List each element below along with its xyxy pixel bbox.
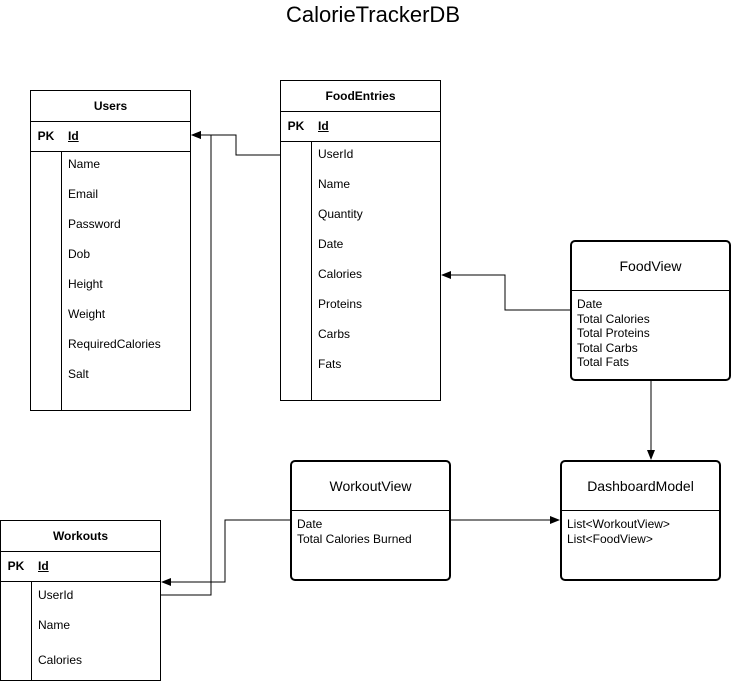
- dashboard-model-field: List<FoodView>: [567, 531, 653, 546]
- users-field: Email: [68, 187, 99, 201]
- users-field: Salt: [68, 367, 89, 381]
- workouts-field: Name: [38, 618, 71, 632]
- workouts-table-header: Workouts: [1, 521, 160, 552]
- users-pk-label: PK: [37, 129, 55, 143]
- workout-view-field: Total Calories Burned: [297, 531, 412, 546]
- diagram-title: CalorieTrackerDB: [285, 2, 460, 27]
- food-entries-field: Proteins: [318, 297, 363, 311]
- food-entries-pk-label: PK: [287, 119, 305, 133]
- food-view-title: FoodView: [572, 242, 729, 291]
- dashboard-model-box[interactable]: DashboardModel List<WorkoutView> List<Fo…: [560, 460, 721, 581]
- food-view-to-food-entries-arrow: [441, 271, 570, 311]
- workouts-column-divider: [31, 581, 32, 681]
- food-view-fields: Date Total Calories Total Proteins Total…: [577, 297, 650, 370]
- users-field: Weight: [68, 307, 106, 321]
- food-view-field: Total Proteins: [577, 326, 650, 341]
- users-field: RequiredCalories: [68, 337, 161, 351]
- food-entries-field: Date: [318, 237, 344, 251]
- workouts-table[interactable]: Workouts PK Id UserId Name Calories: [0, 520, 161, 681]
- food-entries-pk-row: PK Id: [281, 111, 440, 142]
- users-field: Dob: [68, 247, 91, 261]
- workout-view-box[interactable]: WorkoutView Date Total Calories Burned: [290, 460, 451, 581]
- workouts-pk-field: Id: [38, 559, 49, 573]
- food-entries-column-divider: [311, 141, 312, 401]
- food-view-box[interactable]: FoodView Date Total Calories Total Prote…: [570, 240, 731, 381]
- workout-view-fields: Date Total Calories Burned: [297, 517, 412, 546]
- food-entries-table[interactable]: FoodEntries PK Id UserId Name Quantity D…: [280, 80, 441, 401]
- dashboard-model-title: DashboardModel: [562, 462, 719, 511]
- food-view-field: Total Carbs: [577, 340, 638, 355]
- food-entries-field: Name: [318, 177, 351, 191]
- food-entries-field: Quantity: [318, 207, 363, 221]
- dashboard-model-fields: List<WorkoutView> List<FoodView>: [567, 517, 670, 546]
- workouts-pk-row: PK Id: [1, 551, 160, 582]
- food-entries-table-header: FoodEntries: [281, 81, 440, 112]
- food-entries-pk-field: Id: [318, 119, 329, 133]
- workouts-field: UserId: [38, 588, 74, 602]
- users-column-divider: [61, 151, 62, 411]
- dashboard-model-field: List<WorkoutView>: [567, 517, 670, 531]
- food-entries-field: Carbs: [318, 327, 351, 341]
- workout-view-field: Date: [297, 517, 323, 531]
- workouts-to-users-arrow: [161, 131, 212, 596]
- users-field: Height: [68, 277, 103, 291]
- food-view-field: Total Fats: [577, 355, 630, 370]
- workout-view-to-workouts-arrow: [161, 519, 290, 586]
- food-entries-to-users-arrow: [191, 131, 280, 156]
- users-table-header: Users: [31, 91, 190, 122]
- workout-view-title: WorkoutView: [292, 462, 449, 511]
- users-pk-row: PK Id: [31, 121, 190, 152]
- food-view-field: Total Calories: [577, 311, 650, 326]
- users-field: Password: [68, 217, 121, 231]
- users-field: Name: [68, 157, 101, 171]
- food-view-field: Date: [577, 297, 603, 311]
- workouts-pk-label: PK: [7, 559, 25, 573]
- workouts-field: Calories: [38, 653, 83, 667]
- food-entries-field: Calories: [318, 267, 363, 281]
- users-table[interactable]: Users PK Id Name Email Password Dob Heig…: [30, 90, 191, 411]
- users-pk-field: Id: [68, 129, 79, 143]
- food-entries-field: UserId: [318, 147, 354, 161]
- food-entries-field: Fats: [318, 357, 342, 371]
